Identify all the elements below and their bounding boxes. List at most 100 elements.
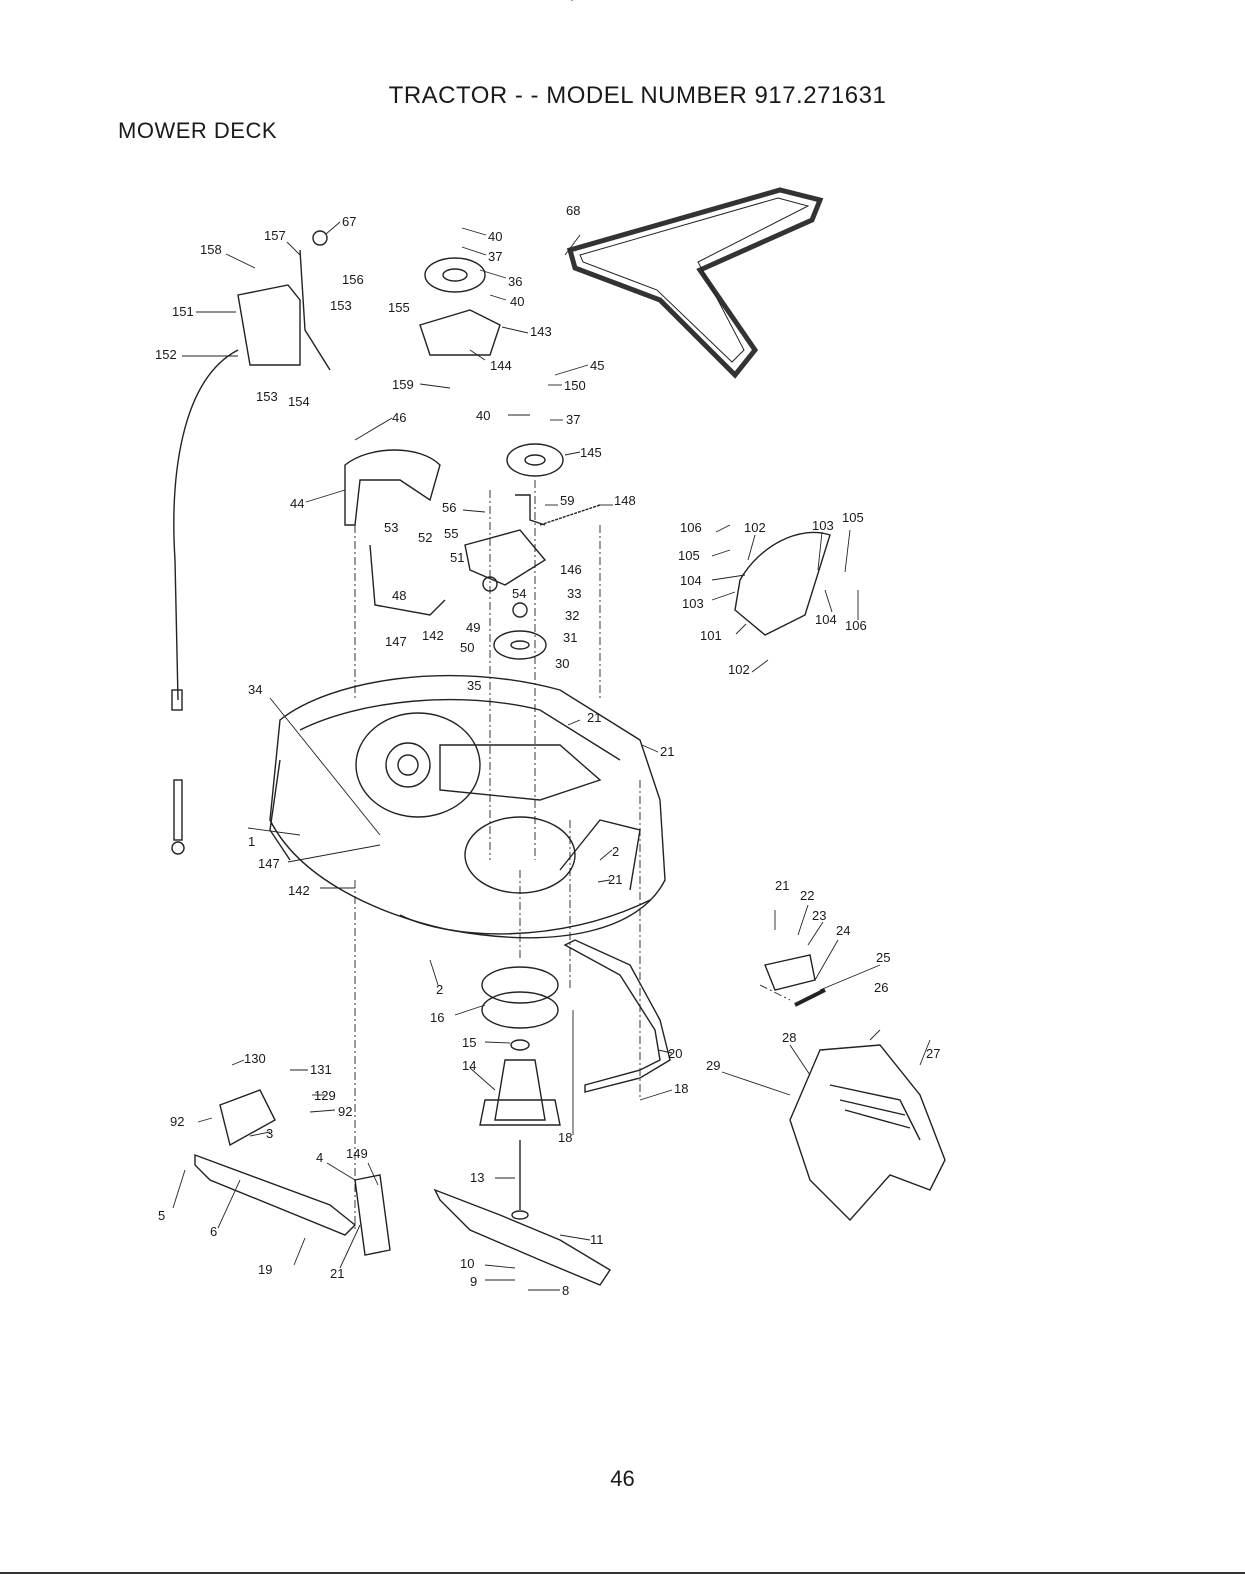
callout: 144 [490,358,512,373]
callout: 68 [566,203,580,218]
callout: 23 [812,908,826,923]
spring-148 [539,504,601,526]
callout: 35 [467,678,481,693]
callout: 129 [314,1088,336,1103]
callout: 48 [392,588,406,603]
callout: 92 [338,1104,352,1119]
callout: 33 [567,586,581,601]
callout: 44 [290,496,304,511]
callout: 150 [564,378,586,393]
callout: 104 [680,573,702,588]
callout: 21 [775,878,789,893]
section-heading: MOWER DECK [118,118,277,143]
callout: 5 [158,1208,165,1223]
stabilizer-20 [563,939,671,1093]
spring-25 [794,988,826,1007]
callout: 27 [926,1046,940,1061]
callout: 145 [580,445,602,460]
deflector-101 [734,531,831,636]
callout: 147 [258,856,280,871]
callout: 146 [560,562,582,577]
callout: 154 [288,394,310,409]
callout: 31 [563,630,577,645]
callout: 149 [346,1146,368,1161]
callout: 20 [668,1046,682,1061]
callout: 26 [874,980,888,995]
callout: 142 [288,883,310,898]
callout: 40 [510,294,524,309]
callout: 45 [590,358,604,373]
callout: 92 [170,1114,184,1129]
callout: 143 [530,324,552,339]
lift-cable-152 [171,230,331,855]
callout: 40 [488,229,502,244]
callout: 36 [508,274,522,289]
callout: 13 [470,1170,484,1185]
callout: 105 [842,510,864,525]
callout: 151 [172,304,194,319]
page-number: 46 [610,1466,635,1491]
callout: 147 [385,634,407,649]
belt-68 [566,187,824,379]
callout: 28 [782,1030,796,1045]
idler-pulley-assembly [419,257,564,660]
callout: 3 [266,1126,273,1141]
callout: 9 [470,1274,477,1289]
callout: 49 [466,620,480,635]
callout: 22 [800,888,814,903]
callout: 24 [836,923,850,938]
callout: 15 [462,1035,476,1050]
callout: 153 [256,389,278,404]
callout: 106 [845,618,867,633]
callout-labels: 157 67 158 40 37 156 36 153 155 40 151 1… [155,203,940,1298]
callout: 101 [700,628,722,643]
callout: 130 [244,1051,266,1066]
callout: 25 [876,950,890,965]
callout: 155 [388,300,410,315]
callout: 14 [462,1058,476,1073]
callout: 8 [562,1283,569,1298]
callout: 46 [392,410,406,425]
deck-hanger-6 [194,1089,391,1256]
callout: 158 [200,242,222,257]
bottom-rule [0,1572,1245,1574]
callout: 56 [442,500,456,515]
callout: 4 [316,1150,323,1165]
callout: 1 [248,834,255,849]
bracket-59 [515,494,546,526]
callout: 159 [392,377,414,392]
callout: 10 [460,1256,474,1271]
callout: 2 [612,844,619,859]
callout: 52 [418,530,432,545]
callout: 30 [555,656,569,671]
callout: 19 [258,1262,272,1277]
blade-11 [433,1188,611,1286]
chute-bracket-23 [764,954,816,991]
callout: 59 [560,493,574,508]
callout: 32 [565,608,579,623]
callout: 11 [590,1232,604,1247]
mower-deck-1 [269,674,666,939]
callout: 51 [450,550,464,565]
callout: 2 [436,982,443,997]
callout: 157 [264,228,286,243]
callout: 102 [728,662,750,677]
spindle-assembly-14 [479,966,561,1220]
callout: 40 [476,408,490,423]
callout: 53 [384,520,398,535]
callout: 37 [488,249,502,264]
callout: 102 [744,520,766,535]
callout: 152 [155,347,177,362]
callout: 18 [558,1130,572,1145]
callout: 21 [587,710,601,725]
front-baffle-44 [344,449,441,526]
callout: 106 [680,520,702,535]
callout: 104 [815,612,837,627]
callout: 54 [512,586,526,601]
callout: 16 [430,1010,444,1025]
callout: 55 [444,526,458,541]
callout: 142 [422,628,444,643]
callout: 21 [330,1266,344,1281]
callout: 18 [674,1081,688,1096]
